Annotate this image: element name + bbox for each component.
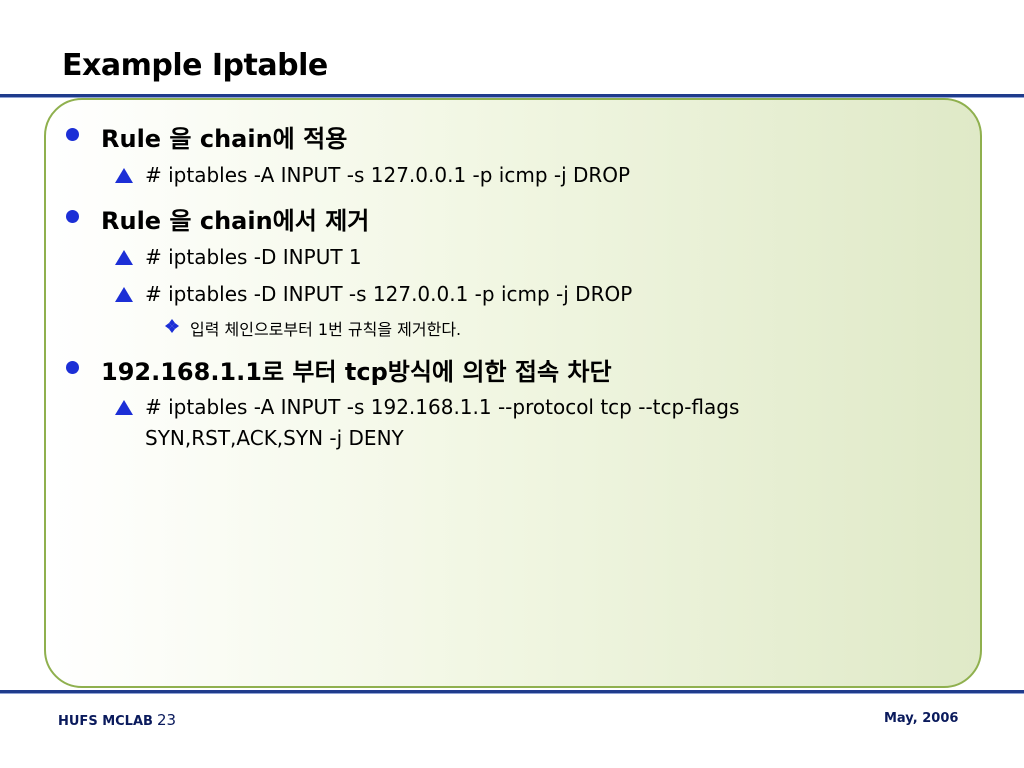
bullet-level2-item: # iptables -D INPUT -s 127.0.0.1 -p icmp… [145,282,633,306]
content-panel [44,98,982,688]
bullet-dot-icon [66,128,79,141]
bullet-level2-item: # iptables -A INPUT -s 127.0.0.1 -p icmp… [145,163,631,187]
page-number: 23 [156,711,177,729]
bottom-divider-accent [0,693,1024,694]
bottom-divider [0,690,1024,693]
bullet-dot-icon [66,361,79,374]
diamond-bullet-icon [165,319,179,333]
bullet-level2-item: # iptables -D INPUT 1 [145,245,362,269]
bullet-level2-continuation: SYN,RST,ACK,SYN -j DENY [145,426,404,450]
bullet-level1-item: 192.168.1.1로 부터 tcp방식에 의한 접속 차단 [101,358,612,386]
footer-date: May, 2006 [884,711,959,726]
top-divider-accent [0,97,1024,98]
bullet-dot-icon [66,210,79,223]
bullet-triangle-icon [115,250,133,265]
bullet-triangle-icon [115,287,133,302]
bullet-level1-item: Rule 을 chain에 적용 [101,125,348,153]
slide-title: Example Iptable [62,48,328,83]
top-divider [0,94,1024,97]
footer-org-name: HUFS MCLAB [58,714,153,729]
bullet-level3-item: 입력 체인으로부터 1번 규칙을 제거한다. [190,320,462,339]
bullet-triangle-icon [115,168,133,183]
bullet-triangle-icon [115,400,133,415]
bullet-level2-item: # iptables -A INPUT -s 192.168.1.1 --pro… [145,395,740,419]
bullet-level1-item: Rule 을 chain에서 제거 [101,207,370,235]
